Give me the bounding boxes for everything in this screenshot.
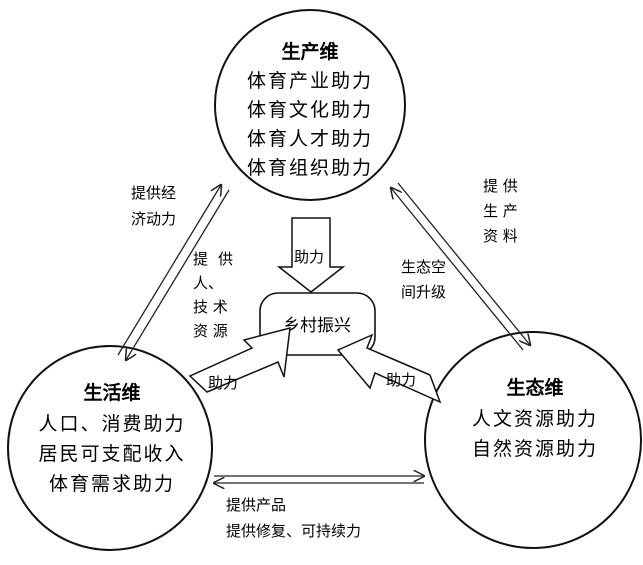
assist-label-top: 助力 <box>294 248 324 266</box>
assist-label-right: 助力 <box>386 371 416 389</box>
edge-label-life-production-2: 济动力 <box>131 210 176 228</box>
arrow-production-to-ecology <box>397 182 530 345</box>
production-item-4: 体育组织助力 <box>247 157 373 179</box>
edge-label-production-life-5: 资 源 <box>193 322 228 340</box>
production-item-2: 体育文化助力 <box>247 99 373 121</box>
assist-label-left: 助力 <box>208 374 238 392</box>
arrow-life-to-production <box>117 185 221 356</box>
edge-label-life-production-1: 提供经 <box>131 184 176 202</box>
edge-label-production-life-4: 技 术 <box>193 298 228 316</box>
ecology-item-1: 人文资源助力 <box>472 408 598 430</box>
arrow-ecology-to-production <box>391 188 524 351</box>
edge-label-production-ecology-1: 提 供 <box>483 177 518 195</box>
production-item-1: 体育产业助力 <box>247 70 373 92</box>
rural-revitalization-label: 乡村振兴 <box>283 316 351 336</box>
edge-label-production-ecology-3: 资 料 <box>483 227 518 245</box>
edge-label-ecology-production-1: 生态空 <box>401 258 446 276</box>
arrow-production-to-life <box>126 189 230 360</box>
edge-label-production-life-2: 供 <box>218 250 233 268</box>
life-item-1: 人口、消费助力 <box>38 413 185 435</box>
assist-arrow-left <box>188 326 291 393</box>
production-circle <box>214 9 406 201</box>
life-item-3: 体育需求助力 <box>49 473 175 495</box>
life-title: 生活维 <box>83 381 140 404</box>
edge-label-ecology-production-2: 间升级 <box>401 283 446 301</box>
production-title: 生产维 <box>281 40 338 63</box>
edge-label-production-life-3: 人、 <box>193 274 223 292</box>
assist-arrow-right <box>336 333 442 404</box>
edge-label-production-life-1: 提 <box>193 250 208 268</box>
life-item-2: 居民可支配收入 <box>38 443 185 465</box>
production-item-3: 体育人才助力 <box>247 128 373 150</box>
edge-label-life-ecology-1: 提供产品 <box>226 496 286 514</box>
ecology-title: 生态维 <box>506 376 563 399</box>
edge-label-life-ecology-2: 提供修复、可持续力 <box>226 522 361 540</box>
edge-label-production-ecology-2: 生 产 <box>483 202 518 220</box>
ecology-item-2: 自然资源助力 <box>472 438 598 460</box>
assist-arrow-top <box>276 217 346 293</box>
ecology-circle <box>424 331 642 549</box>
life-circle <box>7 345 213 551</box>
